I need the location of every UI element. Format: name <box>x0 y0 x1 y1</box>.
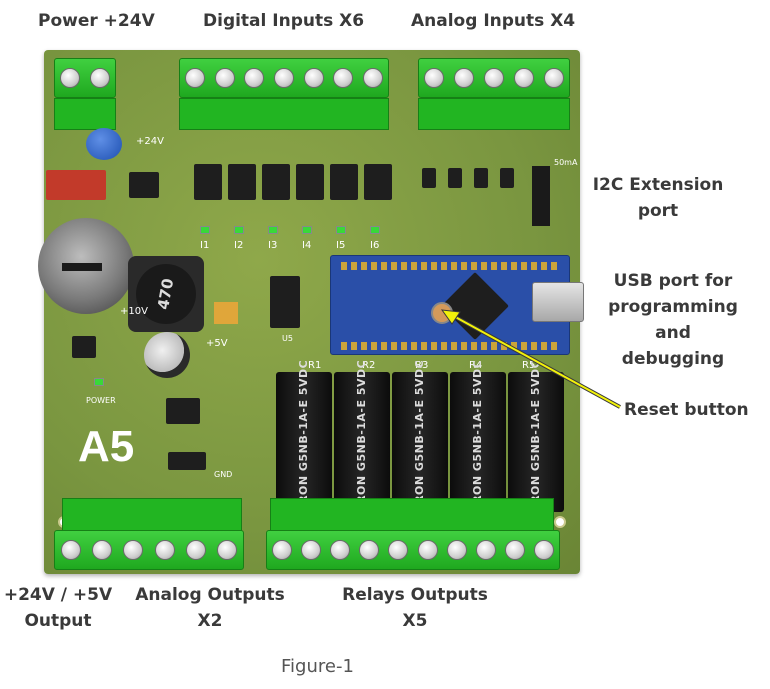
optocoupler <box>364 164 392 200</box>
relay-label: R5 <box>522 360 536 371</box>
small-capacitor <box>144 332 190 378</box>
big-capacitor <box>38 218 134 314</box>
label-24v-output: +24V / +5V Output <box>0 582 116 634</box>
label-i2c-line2: port <box>637 201 679 221</box>
yellow-component <box>214 302 238 324</box>
input-led <box>268 226 278 234</box>
input-label: I2 <box>234 240 244 251</box>
terminal-outputs-power-analog <box>54 530 244 570</box>
relay-5: OMRON G5NB-1A-E 5VDC <box>508 359 564 525</box>
input-label: I3 <box>268 240 278 251</box>
optocoupler <box>330 164 358 200</box>
optocoupler <box>262 164 290 200</box>
silk-50ma: 50mA <box>554 158 578 167</box>
relay-label: R4 <box>469 360 483 371</box>
label-power: Power +24V <box>38 11 155 31</box>
input-label: I1 <box>200 240 210 251</box>
input-label: I5 <box>336 240 346 251</box>
label-usb-line1: USB port for <box>613 271 733 291</box>
silk-power: POWER <box>86 396 116 405</box>
label-usb-line3: debugging <box>621 349 725 369</box>
relay-1: OMRON G5NB-1A-E 5VDC <box>276 359 332 525</box>
label-relays-line1: Relays Outputs <box>342 585 488 605</box>
label-relays-line2: X5 <box>402 611 428 631</box>
relay-3: OMRON G5NB-1A-E 5VDC <box>392 359 448 525</box>
input-led <box>370 226 380 234</box>
silk-5v: +5V <box>206 338 228 349</box>
terminal-power-24v <box>54 58 116 98</box>
terminal-digital-inputs <box>179 58 389 98</box>
label-analog-out-line2: X2 <box>197 611 223 631</box>
optocoupler <box>296 164 324 200</box>
relay-label: R1 <box>308 360 322 371</box>
input-led <box>336 226 346 234</box>
ic-chip <box>129 172 159 198</box>
relay-label: R2 <box>362 360 376 371</box>
relay-2: OMRON G5NB-1A-E 5VDC <box>334 359 390 525</box>
i2c-header <box>532 166 550 226</box>
ic-chip <box>474 168 488 188</box>
usb-port[interactable] <box>532 282 584 322</box>
silk-10v: +10V <box>120 306 148 317</box>
input-label: I4 <box>302 240 312 251</box>
input-led <box>200 226 210 234</box>
label-usb-line2: programming and <box>608 297 738 343</box>
label-analog-out-line1: Analog Outputs <box>135 585 285 605</box>
label-i2c-line1: I2C Extension <box>592 175 724 195</box>
silk-gnd: GND <box>214 470 233 479</box>
input-led <box>234 226 244 234</box>
ic-chip <box>422 168 436 188</box>
label-24v-line2: Output <box>24 611 92 631</box>
optocoupler <box>194 164 222 200</box>
relay-4: OMRON G5NB-1A-E 5VDC <box>450 359 506 525</box>
optocoupler <box>228 164 256 200</box>
label-i2c-port: I2C Extension port <box>588 172 728 224</box>
label-relay-outputs: Relays Outputs X5 <box>340 582 490 634</box>
inductor: 470 <box>128 256 204 332</box>
blue-capacitor <box>86 128 122 160</box>
terminal-analog-inputs <box>418 58 570 98</box>
relay-label: R3 <box>415 360 429 371</box>
input-label: I6 <box>370 240 380 251</box>
label-24v-line1: +24V / +5V <box>3 585 113 605</box>
arduino-nano <box>330 255 570 355</box>
ic-chip <box>168 452 206 470</box>
ic-chip <box>500 168 514 188</box>
ic-chip <box>448 168 462 188</box>
terminal-relay-outputs <box>266 530 560 570</box>
silk-24v: +24V <box>136 136 164 147</box>
label-analog-inputs: Analog Inputs X4 <box>411 11 576 31</box>
ic-chip <box>166 398 200 424</box>
ic-chip <box>72 336 96 358</box>
label-reset-button: Reset button <box>624 400 749 420</box>
terminal-body <box>270 498 554 532</box>
fuse <box>46 170 106 200</box>
label-usb-port: USB port for programming and debugging <box>588 268 758 372</box>
label-digital-inputs: Digital Inputs X6 <box>203 11 365 31</box>
label-analog-outputs: Analog Outputs X2 <box>132 582 288 634</box>
silk-u5: U5 <box>282 334 293 343</box>
board-model: A5 <box>78 422 135 471</box>
power-led <box>94 378 104 386</box>
ic-u5 <box>270 276 300 328</box>
figure-caption: Figure-1 <box>281 656 354 677</box>
input-led <box>302 226 312 234</box>
mount-hole <box>554 516 566 528</box>
